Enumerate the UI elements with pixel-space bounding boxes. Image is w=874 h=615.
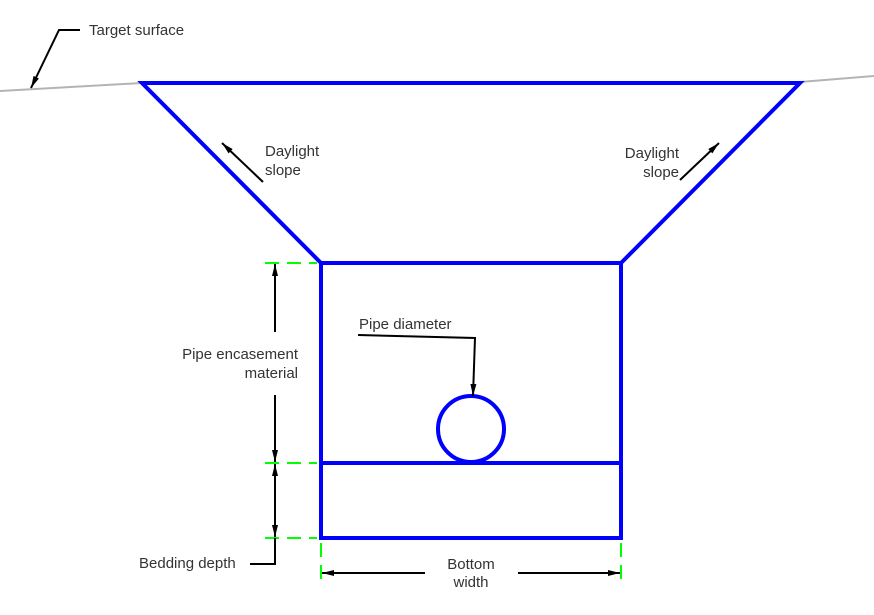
pipe-diameter-leader <box>357 334 477 397</box>
trench-outline <box>137 81 805 540</box>
pipe-circle <box>436 394 506 464</box>
daylight-left-arrow <box>221 142 264 183</box>
daylight-left-label: Daylight <box>265 143 320 160</box>
leaders <box>30 29 720 576</box>
daylight-trapezoid <box>137 81 805 265</box>
dimension-guides <box>265 262 622 584</box>
bottom-width-label-2: width <box>452 574 488 591</box>
pipe-diameter-label: Pipe diameter <box>359 316 452 333</box>
trench-box <box>319 261 623 540</box>
daylight-right-arrow <box>679 142 720 181</box>
target-surface-label: Target surface <box>89 22 184 39</box>
encasement-label: Pipe encasement <box>182 346 299 363</box>
bedding-depth-label: Bedding depth <box>139 555 236 572</box>
daylight-left-label-2: slope <box>265 162 301 179</box>
daylight-right-label: Daylight <box>625 145 680 162</box>
bedding-leader <box>250 538 276 565</box>
target-surface-leader <box>30 29 80 89</box>
bottom-width-label: Bottom <box>447 556 495 573</box>
daylight-right-label-2: slope <box>643 164 679 181</box>
encasement-label-2: material <box>245 365 298 382</box>
